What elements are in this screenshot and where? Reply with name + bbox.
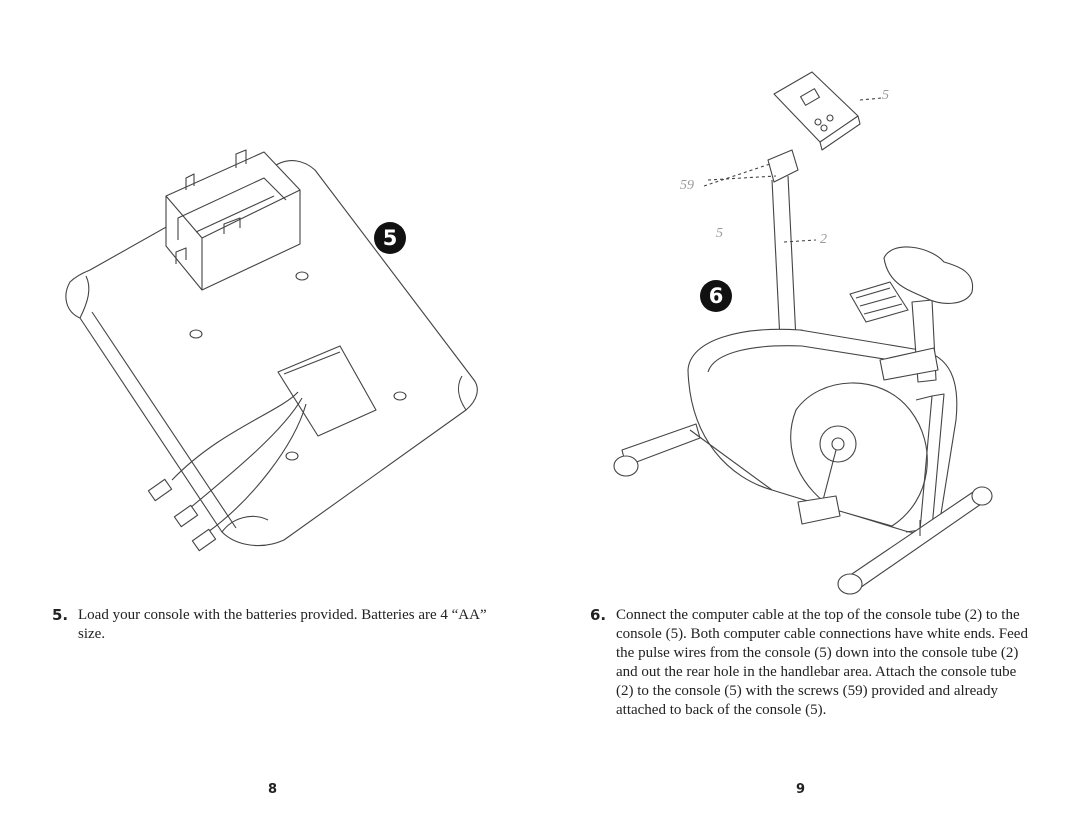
- step-number: 5.: [52, 606, 69, 624]
- right-page: 5 59 5 2 6 6. Connect the computer cable…: [540, 0, 1080, 834]
- callout-screws: 59: [680, 178, 694, 193]
- step-badge: 6: [700, 280, 732, 312]
- page-number: 8: [268, 782, 278, 797]
- step-badge: 5: [374, 222, 406, 254]
- console-battery-illustration: [65, 149, 478, 552]
- step-text: Connect the computer cable at the top of…: [616, 607, 1028, 718]
- step-number: 6.: [590, 606, 607, 624]
- callout-tube-side: 5: [716, 226, 723, 241]
- exercise-bike-illustration: [613, 71, 993, 595]
- left-page: 5 5. Load your console with the batterie…: [52, 149, 487, 797]
- callout-console: 5: [882, 88, 889, 103]
- page-number: 9: [796, 782, 806, 797]
- step-text: Load your console with the batteries pro…: [78, 607, 487, 642]
- callout-tube: 2: [820, 232, 827, 247]
